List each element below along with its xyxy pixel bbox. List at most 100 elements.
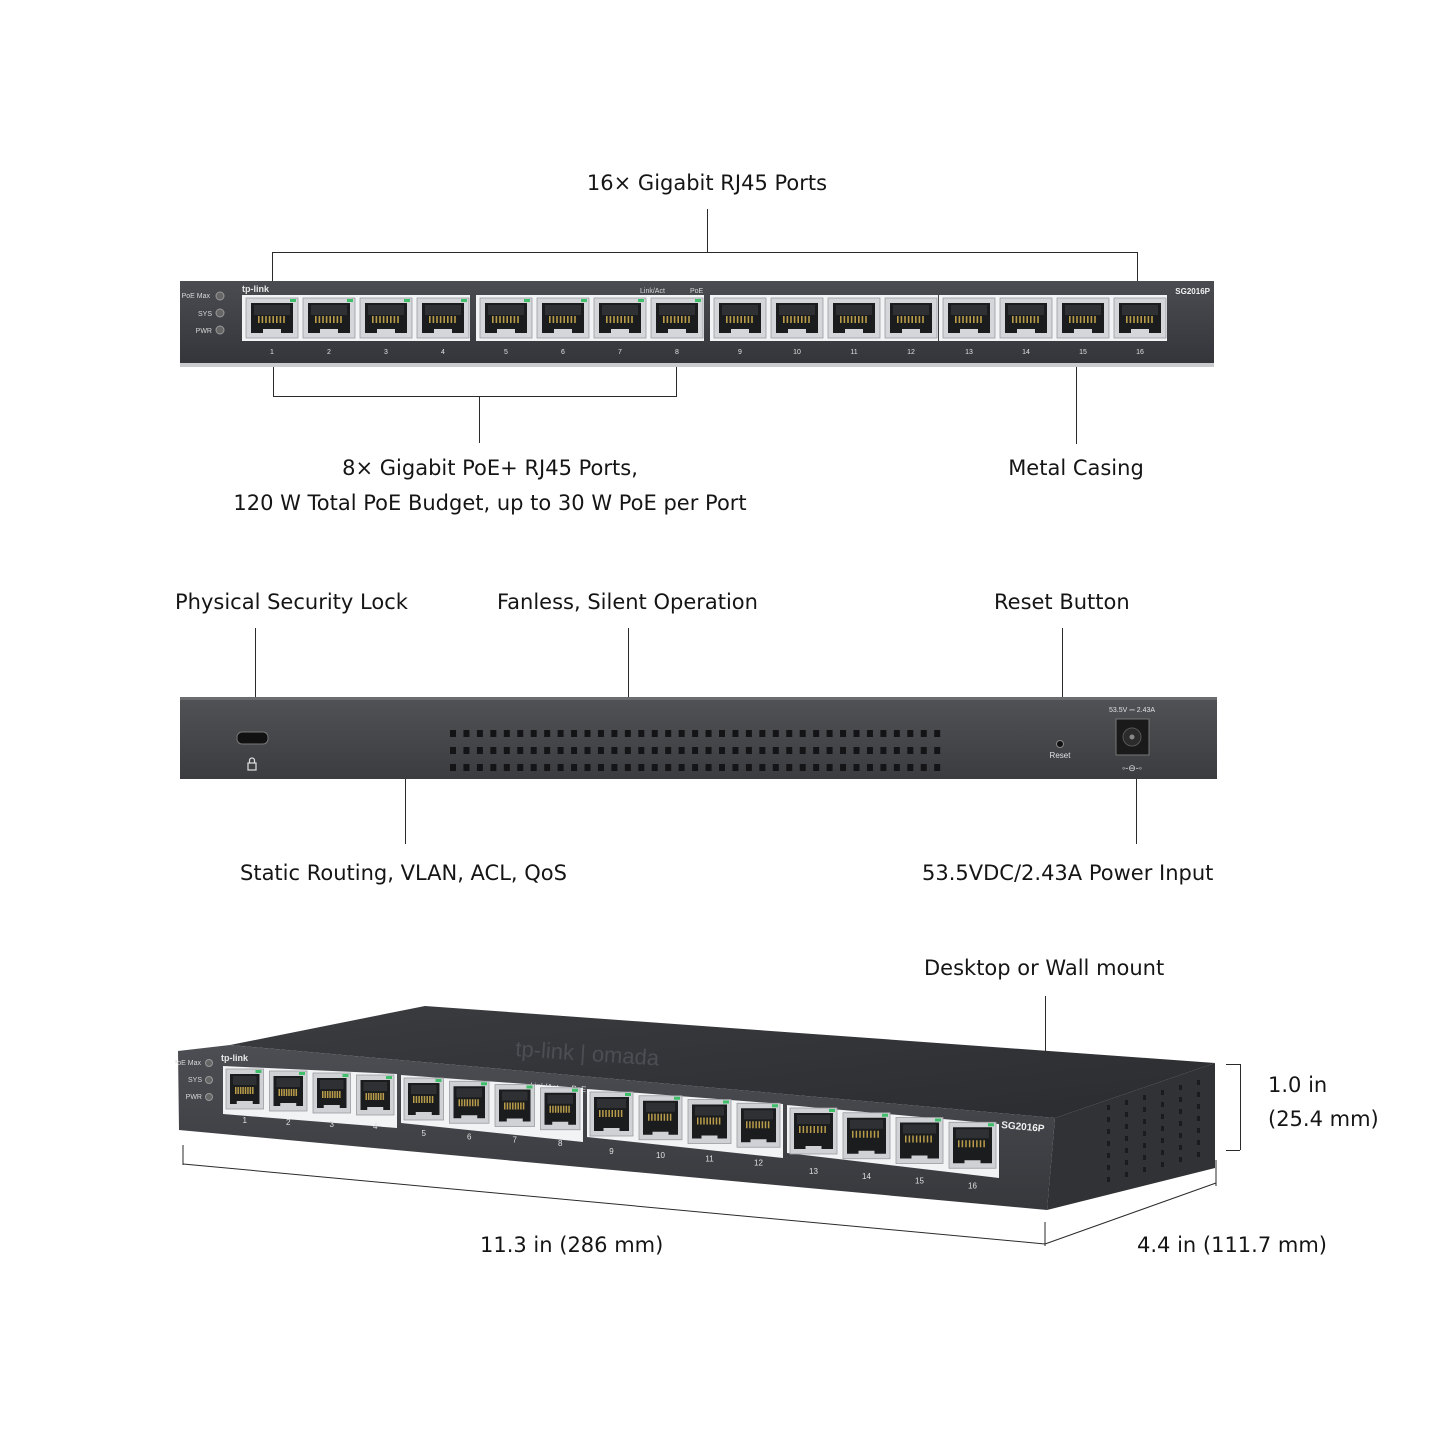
side-vent-slot: [1197, 1128, 1200, 1133]
vent-slot: [719, 747, 725, 754]
vent-slot: [907, 747, 914, 754]
reset-hole[interactable]: [1056, 740, 1064, 748]
vent-slot: [759, 747, 766, 754]
side-vent-slot: [1161, 1102, 1164, 1107]
vent-slot: [503, 747, 510, 754]
side-vent-slot: [1161, 1138, 1164, 1143]
rj45-port[interactable]: [359, 297, 413, 339]
rj45-port[interactable]: [593, 297, 647, 339]
persp-port-number: 13: [809, 1167, 818, 1176]
port-number: 3: [384, 349, 388, 356]
vent-slot: [840, 764, 847, 771]
rj45-port[interactable]: [1056, 297, 1110, 339]
persp-port-group-frame: [223, 1066, 397, 1128]
leader-metal-casing: [1076, 367, 1077, 444]
vent-slot: [517, 764, 524, 771]
vent-slot: [450, 764, 456, 771]
side-vent-slot: [1107, 1129, 1110, 1134]
vent-slot: [745, 764, 752, 771]
persp-port-number: 16: [968, 1181, 977, 1190]
vent-slot: [624, 747, 631, 754]
persp-port-number: 15: [915, 1177, 924, 1186]
persp-rj45-port[interactable]: [356, 1074, 395, 1116]
persp-port-number: 10: [656, 1151, 665, 1160]
persp-rj45-port[interactable]: [948, 1121, 997, 1169]
model-label: SG2016P: [1175, 287, 1210, 296]
poe-led-icon: [695, 299, 701, 302]
side-vent-slot: [1197, 1140, 1200, 1145]
persp-rj45-port[interactable]: [736, 1102, 781, 1148]
rear-panel: Reset 53.5V ⎓ 2.43A ◦-⊖-◦: [180, 697, 1217, 783]
side-vent-slot: [1197, 1104, 1200, 1109]
front-panel-svg: PoE Max SYS PWR tp-link Link/Act PoE SG2…: [180, 281, 1214, 367]
side-vent-slot: [1125, 1124, 1128, 1129]
vent-slot: [678, 764, 685, 771]
rj45-port[interactable]: [942, 297, 996, 339]
port-number: 4: [441, 349, 445, 356]
leader-power: [1136, 760, 1137, 844]
vent-slot: [934, 747, 941, 754]
persp-port-number: 9: [609, 1147, 614, 1156]
vent-slot: [772, 764, 779, 771]
port-number: 6: [561, 349, 565, 356]
vent-slot: [463, 764, 470, 771]
vent-slot: [745, 747, 752, 754]
vent-slot: [826, 747, 833, 754]
rj45-port[interactable]: [884, 297, 938, 339]
vent-slot: [920, 764, 927, 771]
persp-port-led-icon: [674, 1096, 680, 1100]
vent-slot: [772, 730, 779, 737]
vent-slot: [759, 730, 766, 737]
callout-poe-ports-line1: 8× Gigabit PoE+ RJ45 Ports,: [342, 456, 638, 480]
persp-rj45-port[interactable]: [225, 1068, 264, 1110]
port-number: 12: [907, 349, 915, 356]
persp-rj45-port[interactable]: [895, 1117, 944, 1164]
rj45-port[interactable]: [536, 297, 590, 339]
persp-rj45-port[interactable]: [789, 1107, 838, 1155]
persp-rj45-port[interactable]: [540, 1087, 581, 1131]
side-vent-slot: [1143, 1143, 1146, 1148]
rj45-port[interactable]: [770, 297, 824, 339]
side-vent-slot: [1161, 1114, 1164, 1119]
leader-gigabit-ports: [707, 209, 708, 253]
persp-rj45-port[interactable]: [449, 1080, 490, 1124]
persp-rj45-port[interactable]: [842, 1112, 891, 1160]
bracket-poe-right: [676, 352, 677, 397]
leader-routing: [405, 779, 406, 844]
vent-slot: [799, 730, 806, 737]
vent-slot: [651, 764, 658, 771]
persp-rj45-port[interactable]: [638, 1095, 683, 1141]
vent-slot: [719, 730, 725, 737]
vent-slot: [584, 764, 591, 771]
persp-port-led-icon: [882, 1113, 888, 1117]
rj45-port[interactable]: [713, 297, 767, 339]
persp-rj45-port[interactable]: [494, 1084, 535, 1127]
port-number: 13: [965, 349, 973, 356]
persp-rj45-port[interactable]: [589, 1091, 634, 1137]
rj45-port[interactable]: [302, 297, 356, 339]
rj45-port[interactable]: [650, 297, 704, 339]
persp-port-group-frame: [587, 1089, 783, 1158]
bracket-poe-left: [273, 352, 274, 397]
rj45-port[interactable]: [416, 297, 470, 339]
side-vent-slot: [1125, 1148, 1128, 1153]
persp-port-led-icon: [526, 1085, 533, 1089]
persp-rj45-port[interactable]: [403, 1077, 444, 1121]
rj45-port[interactable]: [245, 297, 299, 339]
persp-port-number: 14: [862, 1172, 871, 1181]
rj45-port[interactable]: [479, 297, 533, 339]
persp-rj45-port[interactable]: [312, 1072, 351, 1114]
vent-slot: [450, 730, 456, 737]
rj45-port[interactable]: [1113, 297, 1167, 339]
persp-rj45-port[interactable]: [269, 1070, 308, 1112]
persp-port-number: 8: [558, 1139, 563, 1148]
poe-led-icon: [638, 299, 644, 302]
port-number: 8: [675, 349, 679, 356]
rj45-port[interactable]: [999, 297, 1053, 339]
rj45-port[interactable]: [827, 297, 881, 339]
persp-rj45-port[interactable]: [687, 1099, 732, 1144]
port-number: 14: [1022, 349, 1030, 356]
poe-label: PoE: [690, 288, 704, 295]
vent-grid: [450, 730, 941, 771]
vent-slot: [813, 764, 820, 771]
